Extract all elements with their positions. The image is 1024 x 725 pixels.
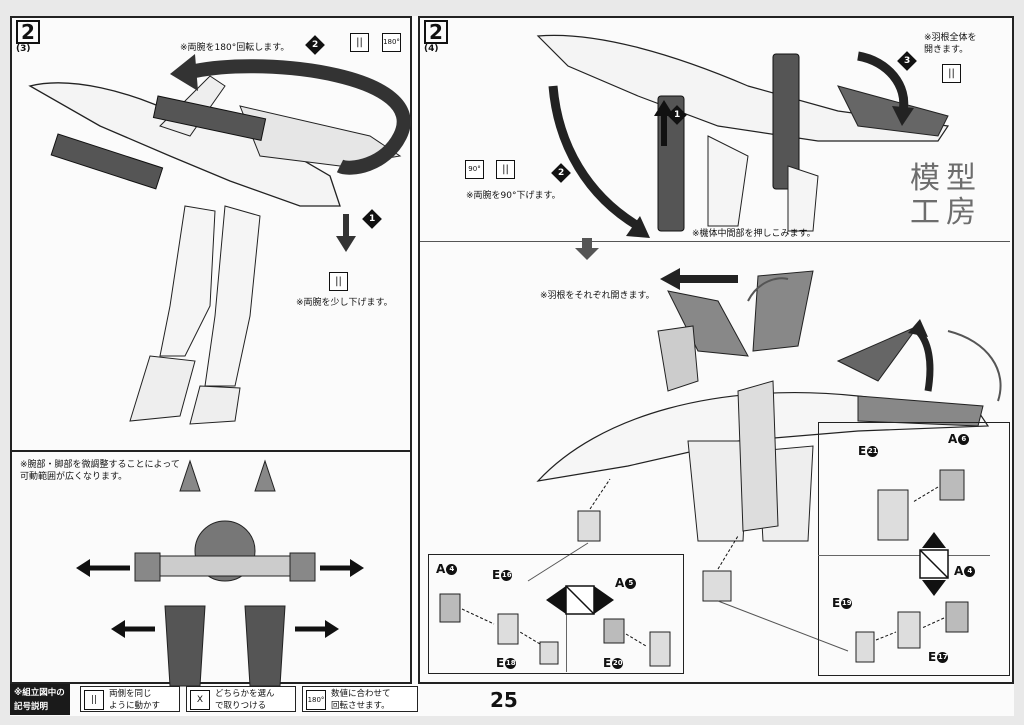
legend-label: ※組立図中の 記号説明 [10, 684, 70, 715]
note-rotate-arms: ※両腕を180°回転します。 [180, 43, 290, 53]
symbol-legend: ※組立図中の 記号説明 || 両側を同じ ように動かす X どちらかを選ん で取… [10, 684, 610, 716]
parts-box-right-divider [818, 555, 990, 556]
note-arms-down: ※両腕を90°下げます。 [466, 191, 561, 201]
parts-box-left [428, 554, 684, 674]
aircraft-illustration-fold [536, 34, 950, 238]
left-panel-frame [10, 16, 412, 684]
legend-item-choose-one: X どちらかを選ん で取りつける [186, 686, 296, 712]
legend-item-rotate: 180° 数値に合わせて 回転させます。 [302, 686, 418, 712]
parts-box-left-drawing [439, 585, 671, 667]
symmetric-icon-right-mid: || [496, 160, 515, 179]
symmetric-icon: || [84, 690, 104, 710]
manual-page: 2 (3) 2 (4) ※両腕を180°回転します。 2 || 180° 1 |… [10, 16, 1014, 716]
front-view-illustration [76, 459, 364, 687]
note-spread-wings: ※羽根をそれぞれ開きます。 [540, 291, 655, 301]
step-label-left: 2 (3) [16, 20, 40, 54]
parts-box-right [818, 422, 1010, 676]
right-horizontal-divider [420, 241, 1010, 242]
note-adjustment: ※腕部・脚部を微調整することによって 可動範囲が広くなります。 [20, 460, 180, 482]
rotate-icon: 180° [306, 690, 326, 710]
right-panel-frame [418, 16, 1014, 684]
symmetric-icon-left: || [350, 33, 369, 52]
rotate-90-icon: 90° [465, 160, 484, 179]
page-number: 25 [490, 688, 518, 712]
aircraft-illustration-rotate [28, 54, 411, 425]
note-lower-arms: ※両腕を少し下げます。 [296, 298, 393, 308]
aircraft-illustration-spread [527, 268, 1002, 652]
note-push-middle: ※機体中間部を押しこみます。 [692, 229, 816, 239]
note-wings-open: ※羽根全体を 開きます。 [924, 33, 977, 55]
left-horizontal-divider [12, 450, 410, 452]
parts-box-left-divider [566, 608, 567, 672]
watermark: 模型 工房 [910, 161, 982, 230]
legend-item-symmetric: || 両側を同じ ように動かす [80, 686, 180, 712]
symmetric-icon-right-top: || [942, 64, 961, 83]
choose-one-icon: X [190, 690, 210, 710]
rotate-180-icon: 180° [382, 33, 401, 52]
symmetric-icon-left-2: || [329, 272, 348, 291]
step-label-right: 2 (4) [424, 20, 448, 54]
transition-arrow [575, 238, 599, 260]
parts-box-right-drawing [855, 469, 969, 663]
